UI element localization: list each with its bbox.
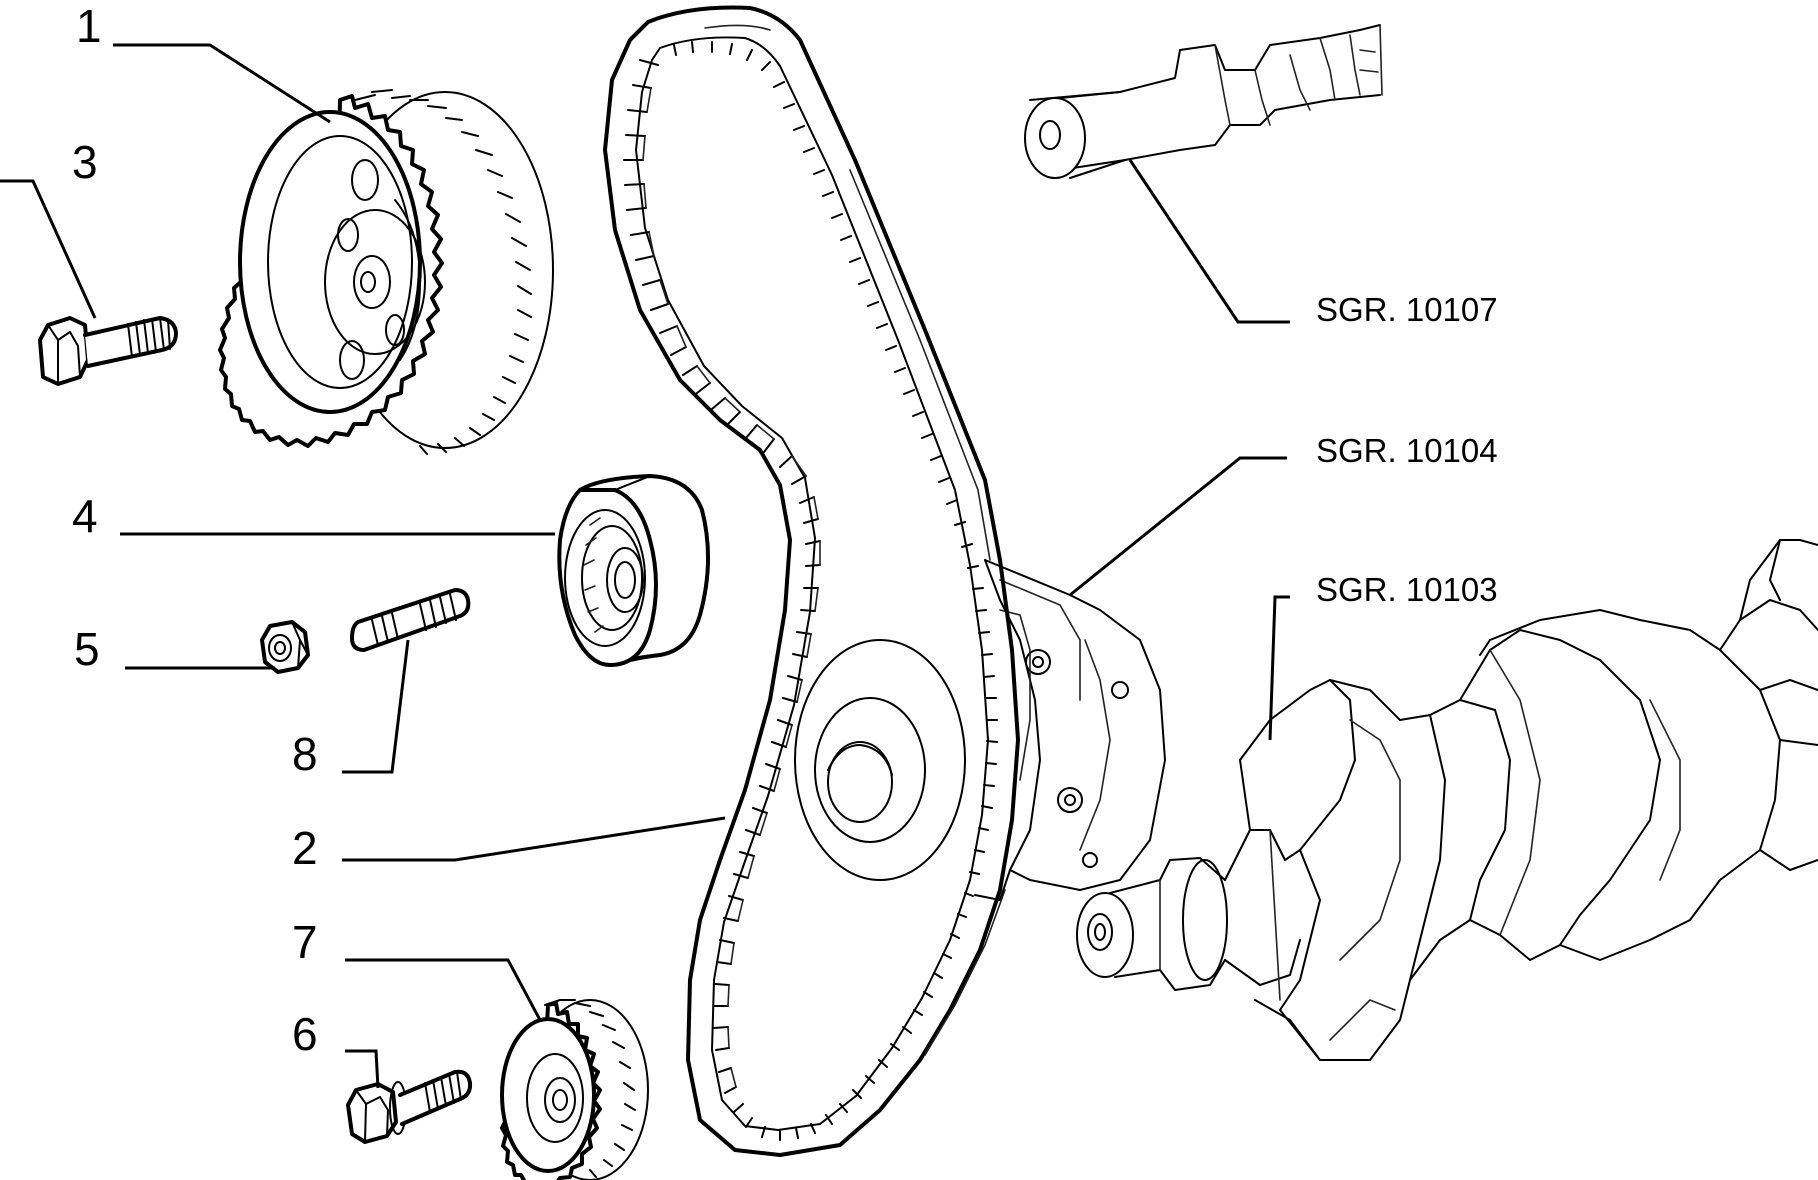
label-5: 5 [74,623,100,675]
leader-sgr-10107 [1128,159,1290,324]
oil-pump-housing-drawing [974,559,1166,901]
water-pump-pulley [794,639,966,881]
timing-belt [603,5,1020,1157]
ref-sgr-10107: SGR. 10107 [1316,291,1498,328]
label-2: 2 [292,822,318,874]
label-1: 1 [76,0,102,52]
label-8: 8 [292,728,318,780]
crank-sprocket-bolt [346,1069,473,1144]
ref-sgr-10103: SGR. 10103 [1316,571,1498,608]
label-6: 6 [292,1008,318,1060]
reference-labels: SGR. 10107 SGR. 10104 SGR. 10103 [1316,291,1498,608]
crankshaft-drawing [1076,539,1818,1061]
leader-3 [0,179,97,319]
ref-sgr-10104: SGR. 10104 [1316,432,1498,469]
stud [350,588,471,652]
leader-7 [345,958,542,1021]
leader-sgr-10103 [1268,595,1290,741]
label-3: 3 [72,136,98,188]
nut [260,620,310,674]
camshaft-drawing [1024,24,1383,179]
sprocket-bolt [38,316,178,386]
label-7: 7 [292,916,318,968]
leader-2 [342,816,726,862]
leader-8 [342,639,410,774]
tensioner-pulley [557,474,711,667]
leader-6 [345,1049,380,1089]
crankshaft-sprocket [500,999,649,1180]
camshaft-sprocket [218,89,554,455]
label-4: 4 [72,490,98,542]
leader-lines [0,43,1290,1089]
leader-1 [113,43,331,124]
leader-sgr-10104 [1069,456,1287,597]
part-number-labels: 1 3 4 5 8 2 7 6 [72,0,318,1060]
